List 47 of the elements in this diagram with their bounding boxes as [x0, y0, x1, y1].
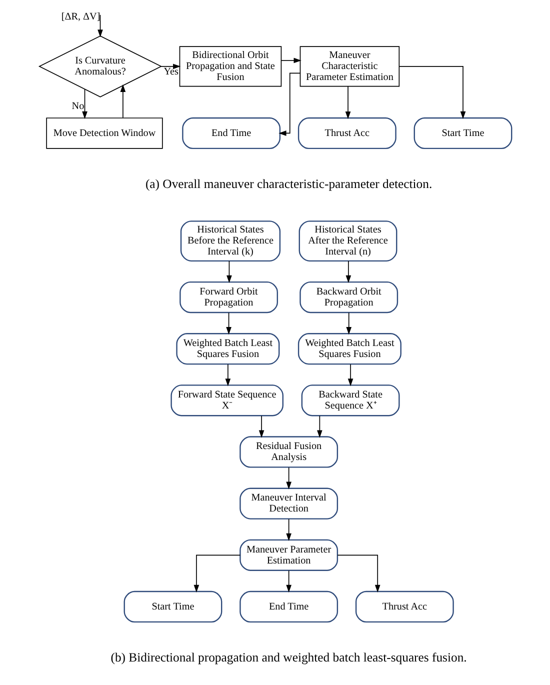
node-box: Backward Orbit Propagation	[299, 281, 398, 314]
node-box: Forward State Sequence X⁻	[170, 384, 283, 416]
node-box: Move Detection Window	[46, 118, 162, 149]
arrow	[226, 260, 232, 284]
node-box: Bidirectional Orbit Propagation and State Fusion	[178, 46, 282, 87]
arrow	[224, 364, 230, 386]
node-box: Residual Fusion Analysis	[239, 436, 338, 468]
arrow	[286, 518, 291, 541]
node-box: Maneuver Interval Detection	[239, 488, 338, 520]
node-box: End Time	[182, 117, 280, 150]
node-box: Historical States Before the Reference Interval (k)	[180, 220, 280, 262]
node-box: Thrust Acc	[297, 117, 396, 150]
node-box: Forward Orbit Propagation	[179, 281, 278, 314]
arrow	[344, 86, 350, 120]
arrow	[346, 312, 352, 335]
arrow	[97, 14, 102, 38]
arrow	[193, 554, 240, 593]
node-box: Backward State Sequence X⁺	[300, 384, 400, 416]
node-box: End Time	[239, 590, 338, 623]
node-box: Historical States After the Reference Interval (n)	[298, 220, 397, 262]
arrow	[278, 72, 300, 136]
edge-label: Yes	[163, 66, 178, 78]
arrow	[120, 84, 126, 118]
arrow	[82, 89, 87, 120]
node-box: Start Time	[123, 590, 222, 623]
edge-label: [ΔR, ΔV]	[60, 12, 100, 23]
arrow	[286, 467, 291, 490]
arrow	[280, 58, 301, 64]
arrow	[347, 364, 353, 386]
node-box: Maneuver Characteristic Parameter Estimation	[299, 46, 400, 87]
edge-label: No	[71, 100, 84, 112]
node-box: Weighted Batch Least Squares Fusion	[176, 333, 280, 365]
node-box: Weighted Batch Least Squares Fusion	[297, 333, 401, 365]
arrow	[398, 66, 466, 120]
label: (b) Bidirectional propagation and weighted batch least-squares fusion.	[110, 650, 466, 664]
arrow	[160, 64, 180, 70]
arrow	[345, 260, 351, 284]
arrow	[258, 415, 264, 438]
node-box: Maneuver Parameter Estimation	[239, 539, 338, 571]
node-box: Thrust Acc	[354, 590, 454, 623]
node-box: Start Time	[413, 117, 512, 150]
node-diamond: Is Curvature Anomalous?	[38, 36, 162, 98]
label: (a) Overall maneuver characteristic-parameter detection.	[144, 176, 432, 191]
arrow	[226, 312, 231, 335]
arrow	[336, 554, 380, 593]
arrow	[286, 570, 291, 593]
arrow	[316, 415, 322, 438]
